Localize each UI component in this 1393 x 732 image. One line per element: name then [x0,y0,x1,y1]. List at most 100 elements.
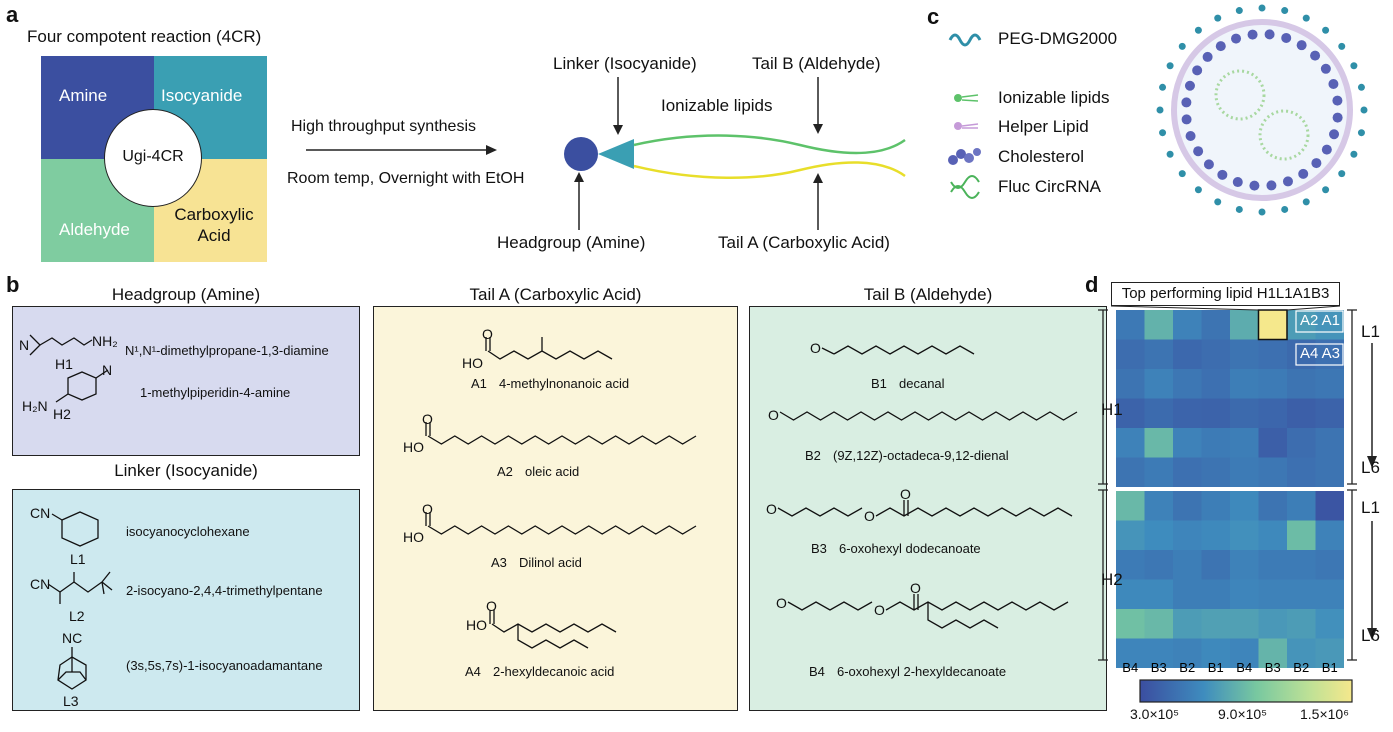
heatmap-cell [1230,398,1259,428]
heatmap-cell [1116,398,1145,428]
x-tick-label: B4 [1236,660,1252,675]
heatmap-cell [1116,579,1145,609]
colorbar-tick-min: 3.0×10⁵ [1130,706,1180,722]
top-cell-highlight [1257,309,1288,341]
headgroup-circle [564,137,598,171]
a1-structure [485,337,613,360]
heatmap-cell [1116,310,1145,340]
bracket-h1 [1098,309,1108,485]
heatmap-cell [1287,457,1316,487]
heatmap-cell [1287,310,1316,340]
heatmap-cell [1201,579,1230,609]
b1-structure [821,345,975,355]
b4-ester-o-atom: O [874,602,885,618]
heatmap-cell [1116,457,1145,487]
a4-name: 2-hexyldecanoic acid [493,664,615,679]
heatmap-cell [1116,638,1145,668]
heatmap-cell [1116,550,1145,580]
a2-structure [425,422,697,445]
heatmap-cell [1287,428,1316,458]
heatmap-cell [1116,428,1145,458]
heatmap-cell [1116,369,1145,399]
heatmap-cell [1116,520,1145,550]
heatmap-cell [1144,339,1173,369]
heatmap-cell [1258,638,1287,668]
a1-o-atom: O [482,326,493,342]
group-h1-label: H1 [1101,400,1123,419]
heatmap-cell [1201,609,1230,639]
a2-code: A2 [497,464,513,479]
amine-label: Amine [59,86,108,105]
heatmap-cell [1201,398,1230,428]
heatmap-cell [1315,428,1344,458]
heatmap-cell [1173,491,1202,521]
arrow-down-icon [1367,456,1377,468]
heatmap-cell [1230,457,1259,487]
heatmap-cell [1144,310,1173,340]
right-label-l6-top: L6 [1361,458,1380,477]
inner-label-box [1295,310,1344,333]
heatmap-cell [1173,609,1202,639]
b4-carbonyl-o-atom: O [910,580,921,596]
heatmap-cell [1230,428,1259,458]
4cr-square: Amine Isocyanide Aldehyde Carboxylic Aci… [41,56,267,262]
colorbar-tick-max: 1.5×10⁶ [1300,706,1349,722]
heatmap-cell [1258,339,1287,369]
h2-h2n-atom: H₂N [22,398,48,414]
heatmap-cell [1315,579,1344,609]
x-tick-label: B1 [1208,660,1224,675]
heatmap-cell [1258,428,1287,458]
right-label-l1-bottom: L1 [1361,498,1380,517]
heatmap-cell [1315,491,1344,521]
l2-name: 2-isocyano-2,4,4-trimethylpentane [126,583,323,598]
tail-b-line [633,134,906,155]
ugi-circle [104,109,202,207]
colorbar-tick-mid: 9.0×10⁵ [1218,706,1268,722]
ionizable-icon [954,94,962,102]
h1-n-atom: N [19,337,30,353]
isocyanide-label: Isocyanide [161,86,243,105]
arrow-bottom-label: Room temp, Overnight with EtOH [287,170,525,187]
heatmap-cell [1144,491,1173,521]
b2-structure [779,411,1078,421]
heatmap-cell [1201,457,1230,487]
heatmap-cell [1201,339,1230,369]
heatmap-cell [1258,550,1287,580]
b3-o-atom: O [766,501,777,517]
a1-name: 4-methylnonanoic acid [499,376,630,391]
tail-a-line [633,161,906,179]
b1-code: B1 [871,376,887,391]
heatmap-cell [1201,428,1230,458]
heatmap-cell [1173,638,1202,668]
l2-code: L2 [69,608,85,624]
l1-structure [51,511,99,547]
x-tick-label: B3 [1151,660,1167,675]
a3-name: Dilinol acid [519,555,582,570]
legend-peg: PEG-DMG2000 [998,29,1118,48]
heatmap-cell [1230,609,1259,639]
h2-name: 1-methylpiperidin-4-amine [140,385,291,400]
heatmap-cell [1287,579,1316,609]
tail-b-box-title: Tail B (Aldehyde) [863,285,993,304]
heatmap-cell [1144,609,1173,639]
b1-name: decanal [899,376,945,391]
heatmap-cell [1144,579,1173,609]
heatmap-cell [1144,369,1173,399]
l1-code: L1 [70,551,86,567]
callout-line [1110,305,1259,311]
legend-ionizable: Ionizable lipids [998,88,1110,107]
heatmap-cell [1116,339,1145,369]
heatmap-cell [1258,369,1287,399]
b4-o-atom: O [776,595,787,611]
b3-ester-o-atom: O [864,508,875,524]
linker-triangle [598,139,634,169]
x-tick-label: B4 [1122,660,1138,675]
inner-label-a4-a3: A4 A3 [1295,343,1345,365]
ionizable-lipids-label: Ionizable lipids [661,96,773,115]
heatmap-cell [1315,457,1344,487]
h1-name: N¹,N¹-dimethylpropane-1,3-diamine [125,343,329,358]
x-tick-label: B2 [1293,660,1309,675]
